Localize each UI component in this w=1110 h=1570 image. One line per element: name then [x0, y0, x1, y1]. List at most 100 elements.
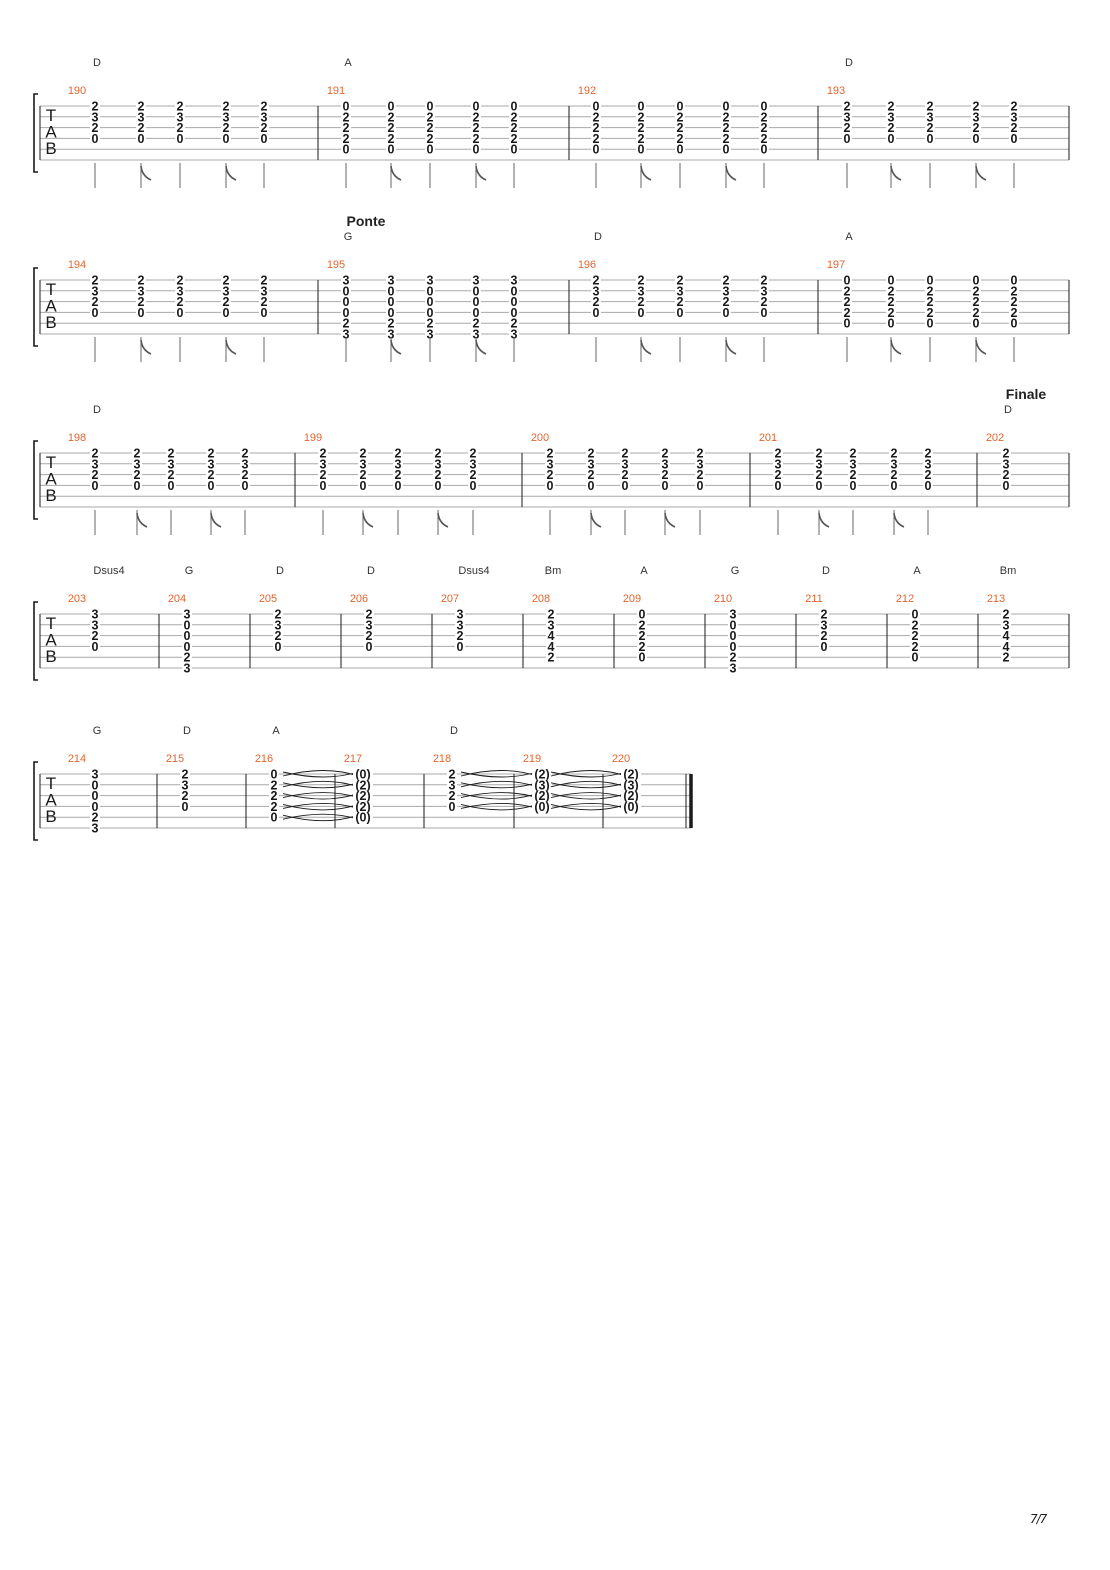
fret-mask — [660, 458, 670, 469]
fret-number: 2 — [761, 121, 768, 135]
fret-number: 0 — [388, 306, 395, 320]
fret-mask — [206, 448, 216, 458]
fret-number: 0 — [638, 143, 645, 157]
fret-mask — [182, 630, 192, 641]
fret-number: 2 — [761, 295, 768, 309]
rhythm-flag — [210, 512, 222, 528]
fret-number: 0 — [343, 306, 350, 320]
fret-number: 3 — [677, 284, 684, 298]
fret-number: 2 — [593, 274, 600, 288]
tab-clef-letter: T — [46, 453, 56, 472]
fret-mask — [136, 122, 146, 133]
fret-number: 0 — [470, 479, 477, 493]
fret-number: 3 — [92, 618, 99, 632]
chord-name: Dsus4 — [93, 565, 124, 577]
fret-number: 2 — [622, 468, 629, 482]
fret-number: 0 — [92, 132, 99, 146]
fret-number: 2 — [821, 629, 828, 643]
fret-mask — [221, 285, 231, 296]
fret-mask — [886, 133, 896, 144]
fret-mask — [447, 801, 457, 812]
fret-mask — [923, 480, 933, 491]
tie-arc — [282, 803, 359, 811]
fret-mask — [273, 641, 283, 652]
fret-number: 2 — [457, 629, 464, 643]
fret-number: 2 — [511, 110, 518, 124]
measure-number: 218 — [433, 753, 451, 765]
fret-number: 3 — [925, 457, 932, 471]
fret-mask — [433, 480, 443, 491]
fret-number: 2 — [182, 768, 189, 782]
fret-mask — [621, 769, 641, 779]
fret-number: 2 — [723, 121, 730, 135]
fret-mask — [90, 630, 100, 641]
fret-mask — [471, 329, 481, 339]
tab-clef-letter: A — [45, 631, 57, 650]
tie-arc — [460, 771, 538, 778]
fret-mask — [471, 111, 481, 122]
fret-mask — [353, 790, 373, 801]
fret-number: 3 — [92, 110, 99, 124]
staff-system: TAB198D232023202320232023201992320232023… — [33, 386, 1070, 535]
fret-number: 0 — [473, 100, 480, 114]
fret-number: (2) — [355, 778, 370, 792]
fret-mask — [433, 458, 443, 469]
fret-mask — [759, 275, 769, 285]
measure-number: 190 — [68, 85, 86, 97]
tab-clef-letter: B — [45, 486, 56, 505]
fret-number: 2 — [360, 447, 367, 461]
fret-mask — [509, 122, 519, 133]
fret-mask — [910, 652, 920, 663]
fret-number: 2 — [320, 447, 327, 461]
fret-number: 2 — [208, 447, 215, 461]
fret-mask — [842, 285, 852, 296]
fret-mask — [728, 641, 738, 652]
fret-number: 2 — [638, 295, 645, 309]
measure-number: 209 — [623, 593, 641, 605]
fret-number: 2 — [888, 295, 895, 309]
fret-number: (2) — [623, 789, 638, 803]
fret-number: 2 — [850, 468, 857, 482]
fret-number: 0 — [138, 306, 145, 320]
fret-mask — [728, 663, 738, 673]
fret-mask — [318, 480, 328, 491]
fret-number: 3 — [242, 457, 249, 471]
chord-name: A — [640, 565, 648, 577]
tie-arc — [282, 792, 359, 799]
fret-number: 0 — [435, 479, 442, 493]
fret-mask — [182, 619, 192, 630]
fret-number: 3 — [547, 457, 554, 471]
fret-mask — [182, 652, 192, 663]
fret-mask — [1009, 101, 1019, 111]
fret-mask — [773, 480, 783, 491]
chord-name: Dsus4 — [458, 565, 489, 577]
fret-number: 2 — [366, 608, 373, 622]
fret-number: 2 — [343, 121, 350, 135]
fret-number: 2 — [343, 317, 350, 331]
fret-mask — [447, 790, 457, 801]
fret-mask — [509, 111, 519, 122]
fret-number: 2 — [593, 121, 600, 135]
fret-mask — [971, 275, 981, 285]
fret-number: 0 — [457, 640, 464, 654]
fret-number: 2 — [548, 651, 555, 665]
fret-number: 0 — [388, 295, 395, 309]
fret-number: 0 — [761, 306, 768, 320]
fret-number: 0 — [184, 640, 191, 654]
fret-mask — [925, 275, 935, 285]
fret-mask — [886, 122, 896, 133]
fret-number: 2 — [427, 317, 434, 331]
fret-mask — [819, 630, 829, 641]
fret-number: 0 — [388, 284, 395, 298]
fret-mask — [240, 448, 250, 458]
fret-mask — [90, 641, 100, 652]
fret-number: 3 — [927, 110, 934, 124]
fret-mask — [259, 111, 269, 122]
tie-arc — [550, 770, 627, 777]
fret-number: 4 — [548, 629, 555, 643]
fret-number: 0 — [366, 640, 373, 654]
fret-mask — [455, 630, 465, 641]
